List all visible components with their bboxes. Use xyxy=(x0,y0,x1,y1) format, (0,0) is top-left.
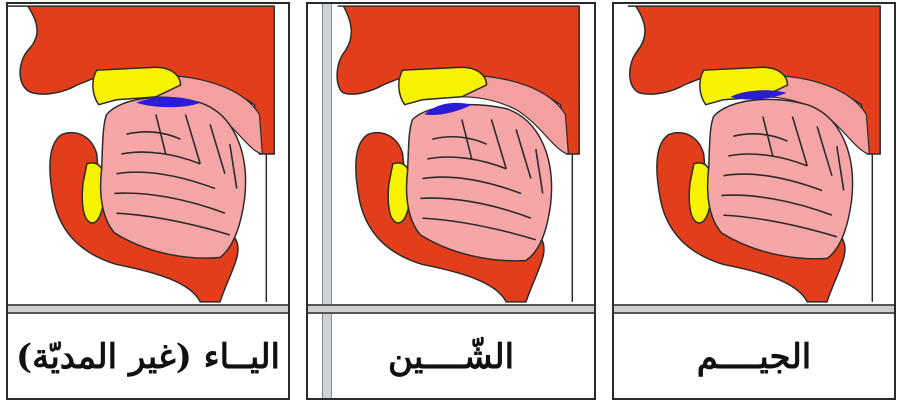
panel-caption: الشّــــين xyxy=(308,316,594,398)
caption-divider xyxy=(308,304,594,314)
tongue xyxy=(101,97,246,258)
panel-ya: اليــاء (غير المديّة) xyxy=(6,2,290,400)
articulation-diagram xyxy=(308,4,594,304)
upper-teeth-ridge xyxy=(399,67,487,104)
panel-caption: اليــاء (غير المديّة) xyxy=(8,316,288,398)
caption-divider xyxy=(8,304,288,314)
articulation-diagram xyxy=(8,4,288,304)
panel-shin: الشّــــين xyxy=(306,2,596,400)
articulation-diagram xyxy=(614,4,894,304)
caption-divider xyxy=(614,304,894,314)
panel-jim: الجيــــم xyxy=(612,2,896,400)
panel-caption: الجيــــم xyxy=(614,316,894,398)
